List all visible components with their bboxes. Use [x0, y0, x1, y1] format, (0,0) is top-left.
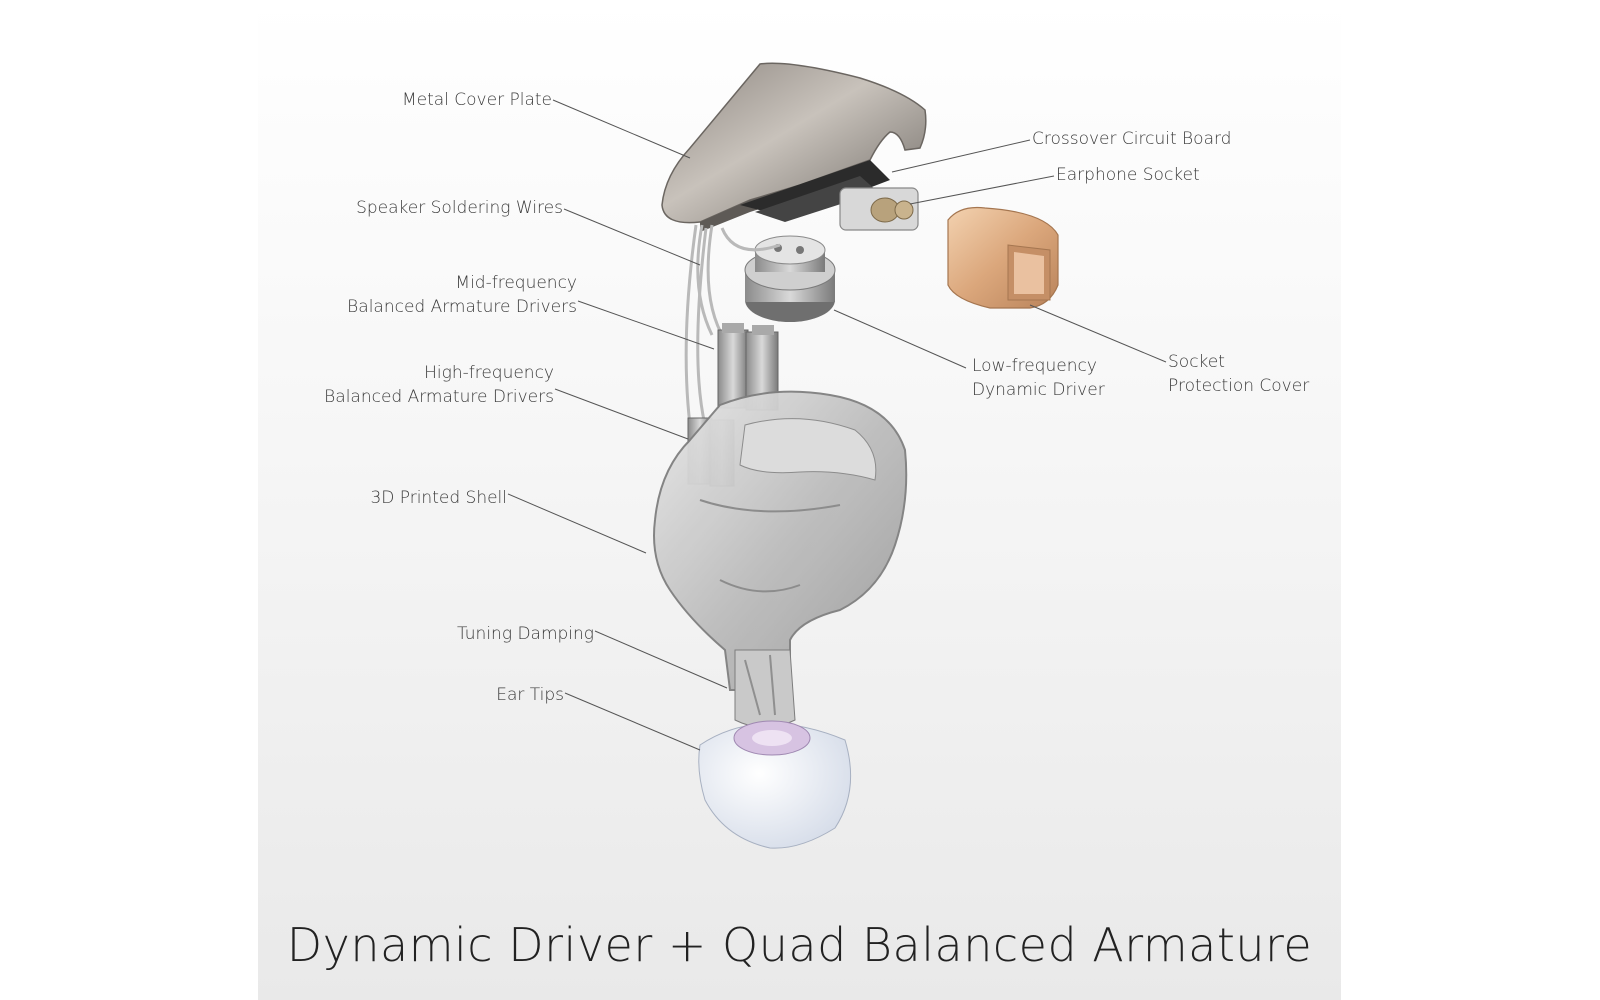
label-speaker-soldering-wires: Speaker Soldering Wires — [330, 196, 563, 220]
label-crossover-circuit-board-text: Crossover Circuit Board — [1032, 129, 1232, 149]
tuning-damping-part — [734, 649, 796, 728]
label-high-frequency-line1: High-frequency — [424, 363, 554, 383]
label-metal-cover-plate: Metal Cover Plate — [360, 88, 552, 112]
label-printed-shell: 3D Printed Shell — [350, 486, 507, 510]
label-tuning-damping: Tuning Damping — [420, 622, 594, 646]
label-earphone-socket: Earphone Socket — [1056, 163, 1276, 187]
label-ear-tips-text: Ear Tips — [496, 685, 564, 705]
label-high-frequency-drivers: High-frequency Balanced Armature Drivers — [300, 361, 554, 409]
label-tuning-damping-text: Tuning Damping — [456, 624, 594, 644]
ear-tip-part — [698, 720, 852, 849]
label-high-frequency-line2: Balanced Armature Drivers — [324, 387, 554, 407]
label-socket-cover-line2: Protection Cover — [1168, 376, 1310, 396]
label-socket-cover-line1: Socket — [1168, 352, 1225, 372]
label-mid-frequency-drivers: Mid-frequency Balanced Armature Drivers — [330, 271, 577, 319]
label-mid-frequency-line1: Mid-frequency — [455, 273, 577, 293]
diagram-caption: Dynamic Driver + Quad Balanced Armature — [286, 918, 1313, 972]
label-low-frequency-line1: Low-frequency — [972, 356, 1097, 376]
label-low-frequency-driver: Low-frequency Dynamic Driver — [972, 354, 1142, 402]
dynamic-driver-part — [744, 235, 836, 322]
printed-shell-part — [653, 390, 908, 691]
label-mid-frequency-line2: Balanced Armature Drivers — [347, 297, 577, 317]
label-printed-shell-text: 3D Printed Shell — [370, 488, 507, 508]
label-metal-cover-plate-text: Metal Cover Plate — [401, 90, 552, 110]
label-ear-tips: Ear Tips — [470, 683, 564, 707]
label-speaker-soldering-wires-text: Speaker Soldering Wires — [356, 198, 563, 218]
label-socket-protection-cover: Socket Protection Cover — [1168, 350, 1338, 398]
label-earphone-socket-text: Earphone Socket — [1056, 165, 1200, 185]
label-crossover-circuit-board: Crossover Circuit Board — [1032, 127, 1292, 151]
earphone-socket-part — [839, 187, 919, 231]
leader-lines — [507, 99, 1167, 751]
socket-protection-cover-part — [947, 206, 1059, 309]
label-low-frequency-line2: Dynamic Driver — [972, 380, 1105, 400]
